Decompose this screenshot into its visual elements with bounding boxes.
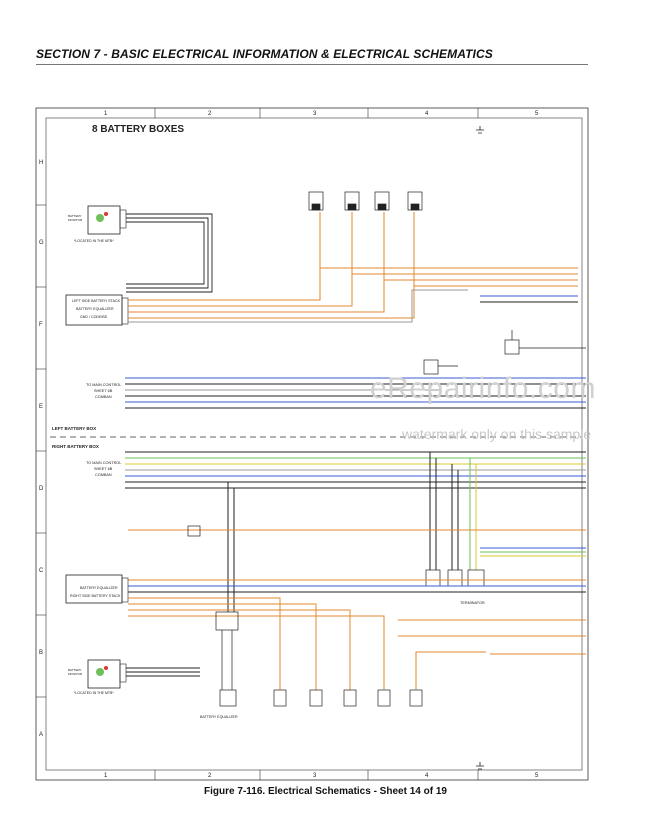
svg-text:MONITOR: MONITOR bbox=[68, 218, 83, 222]
terminator-label: TERMINATOR bbox=[460, 601, 485, 605]
control-label-bottom: TO MAIN CONTROL bbox=[86, 461, 121, 465]
grid-row-h: H bbox=[39, 160, 43, 166]
right-equalizer-wires bbox=[128, 597, 586, 690]
ground-symbols bbox=[476, 126, 484, 770]
mid-control-wires bbox=[125, 377, 586, 409]
left-battery-box-label: LEFT BATTERY BOX bbox=[52, 426, 96, 431]
bottom-battery-connector: BATTERY MONITOR *LOCATED IN THE MTB* bbox=[68, 659, 127, 695]
terminator-block: TERMINATOR bbox=[425, 569, 485, 605]
grid-col-2-bottom: 2 bbox=[208, 773, 212, 779]
grid-row-c: C bbox=[39, 568, 44, 574]
grid-row-ticks bbox=[36, 204, 46, 698]
bottom-connector-wires bbox=[126, 667, 200, 677]
located-in-mtb-note-top: *LOCATED IN THE MTB* bbox=[74, 239, 114, 243]
grid-col-3-bottom: 3 bbox=[313, 773, 317, 779]
svg-text:SHEET 6B: SHEET 6B bbox=[94, 389, 113, 393]
right-equalizer-block: BATTERY EQUALIZER RIGHT SIDE BATTERY STA… bbox=[65, 574, 129, 604]
grid-row-e: E bbox=[39, 404, 43, 410]
top-battery-connector: BATTERY MONITOR *LOCATED IN THE MTB* bbox=[68, 205, 127, 243]
grid-row-d: D bbox=[39, 486, 44, 492]
grid-row-a: A bbox=[39, 732, 43, 738]
top-harness-wires bbox=[128, 212, 578, 323]
top-right-relay bbox=[504, 330, 586, 355]
mid-small-connector bbox=[187, 525, 201, 537]
svg-text:BATTERY EQUALIZER: BATTERY EQUALIZER bbox=[80, 586, 118, 590]
svg-text:BATTERY: BATTERY bbox=[68, 668, 82, 672]
bottom-connector-label: BATTERY EQUALIZER bbox=[200, 715, 238, 719]
bottom-fuse-row bbox=[273, 689, 423, 707]
lower-control-wires bbox=[125, 451, 586, 489]
grid-col-5-top: 5 bbox=[535, 111, 539, 117]
svg-text:COMBAN: COMBAN bbox=[95, 473, 112, 477]
control-label-top: TO MAIN CONTROL bbox=[86, 383, 121, 387]
top-connector-wires bbox=[126, 213, 213, 293]
diagram-title: 8 BATTERY BOXES bbox=[92, 124, 184, 135]
bottom-connector-pack bbox=[215, 611, 239, 707]
drawing-frame bbox=[35, 107, 589, 781]
located-in-mtb-note-bottom: *LOCATED IN THE MTB* bbox=[74, 691, 114, 695]
header-rule bbox=[36, 64, 588, 65]
grid-col-4-top: 4 bbox=[425, 111, 429, 117]
right-battery-box-label: RIGHT BATTERY BOX bbox=[52, 444, 99, 449]
grid-col-2-top: 2 bbox=[208, 111, 212, 117]
grid-row-labels: H G F E D C B A bbox=[39, 160, 44, 738]
top-fuse-row bbox=[308, 191, 423, 211]
grid-column-labels: 1 2 3 4 5 1 2 3 4 5 bbox=[104, 111, 539, 779]
watermark-note: watermark only on this sample bbox=[402, 426, 592, 442]
svg-text:MONITOR: MONITOR bbox=[68, 672, 83, 676]
grid-col-4-bottom: 4 bbox=[425, 773, 429, 779]
grid-col-1-bottom: 1 bbox=[104, 773, 108, 779]
terminator-verticals bbox=[227, 452, 477, 612]
grid-row-f: F bbox=[39, 322, 43, 328]
grid-col-5-bottom: 5 bbox=[535, 773, 539, 779]
drawing-inner-frame bbox=[45, 117, 583, 771]
grid-col-3-top: 3 bbox=[313, 111, 317, 117]
terminator-outputs bbox=[480, 547, 586, 557]
svg-text:BATTERY EQUALIZER: BATTERY EQUALIZER bbox=[76, 307, 114, 311]
figure-caption: Figure 7-116. Electrical Schematics - Sh… bbox=[204, 786, 447, 797]
mid-relay bbox=[423, 359, 458, 375]
row-c-orange-wires bbox=[128, 529, 586, 593]
watermark-brand: eRepairinfo.com bbox=[370, 372, 596, 405]
svg-text:GND / CODE/BS: GND / CODE/BS bbox=[80, 315, 108, 319]
grid-column-ticks bbox=[154, 108, 479, 780]
section-header: SECTION 7 - BASIC ELECTRICAL INFORMATION… bbox=[36, 47, 493, 61]
svg-text:COMBAN: COMBAN bbox=[95, 395, 112, 399]
svg-text:LEFT SIDE BATTERY STACK: LEFT SIDE BATTERY STACK bbox=[72, 299, 121, 303]
grid-row-b: B bbox=[39, 650, 43, 656]
grid-col-1-top: 1 bbox=[104, 111, 108, 117]
svg-text:SHEET 6B: SHEET 6B bbox=[94, 467, 113, 471]
grid-row-g: G bbox=[39, 240, 44, 246]
svg-text:RIGHT SIDE BATTERY STACK: RIGHT SIDE BATTERY STACK bbox=[70, 594, 121, 598]
left-equalizer-block: LEFT SIDE BATTERY STACK BATTERY EQUALIZE… bbox=[65, 294, 129, 326]
svg-text:BATTERY: BATTERY bbox=[68, 214, 82, 218]
